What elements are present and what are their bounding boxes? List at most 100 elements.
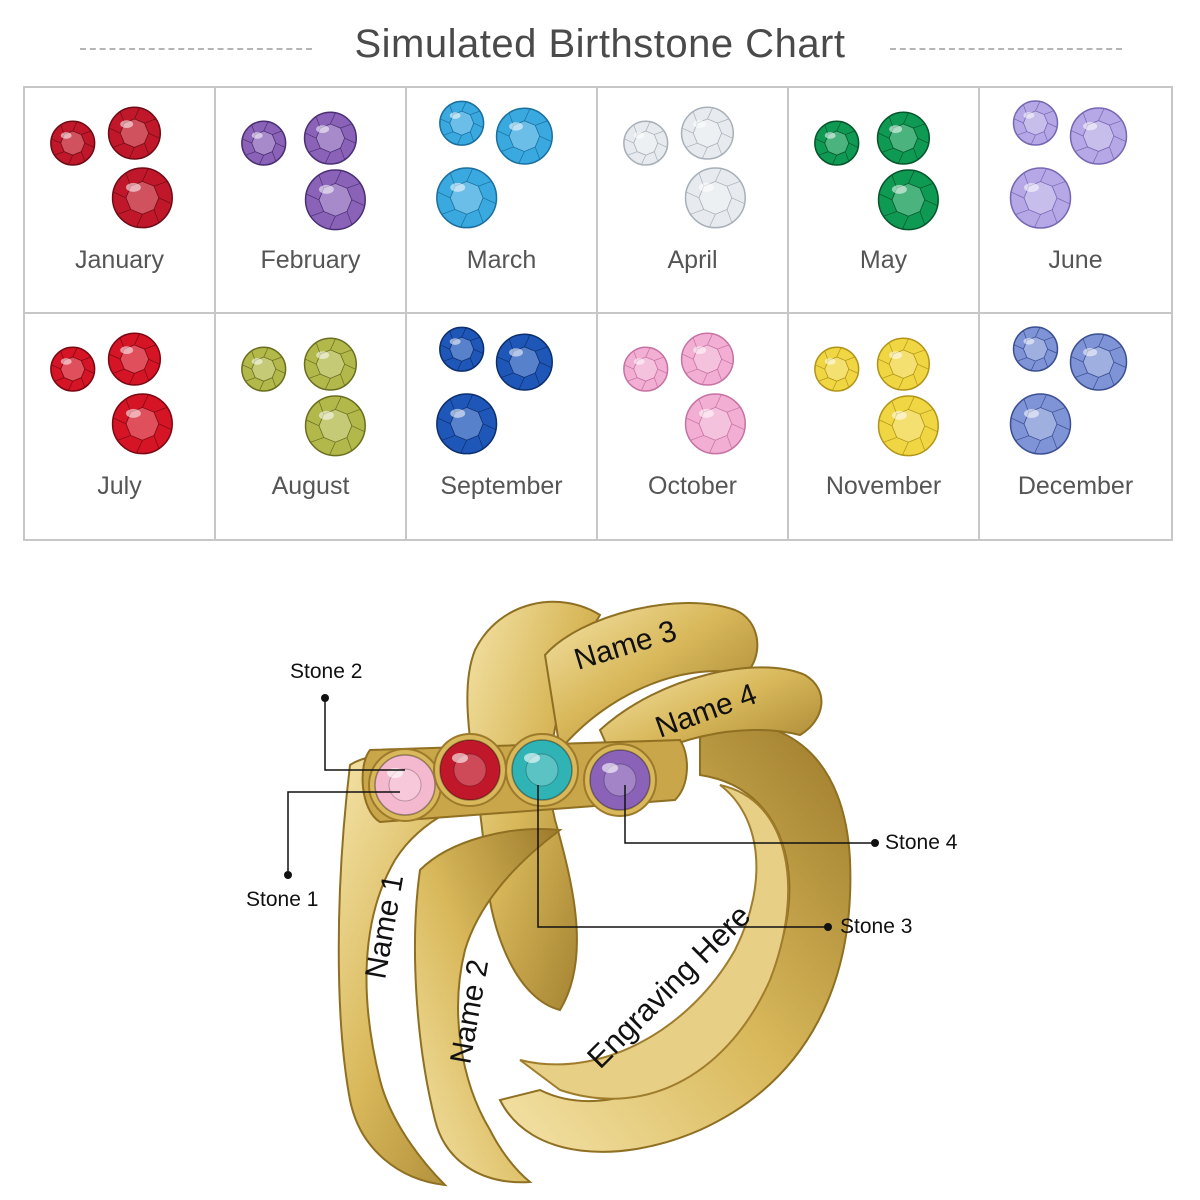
- gem-cluster: [241, 337, 366, 456]
- gem-icon: [241, 345, 287, 392]
- gem-icon: [684, 392, 746, 454]
- callout-stone1: Stone 1: [246, 888, 319, 911]
- gem-icon: [1012, 100, 1059, 146]
- gem-icon: [50, 345, 96, 392]
- header-rule-right: [890, 48, 1122, 50]
- gem-icon: [684, 167, 746, 229]
- ring-band-name3: [543, 602, 759, 753]
- gem-icon: [814, 120, 860, 166]
- callout-dot-stone4: [871, 839, 879, 847]
- birthstone-cell-september: September: [407, 313, 598, 539]
- gem-cluster: [50, 106, 173, 229]
- ring-stone-1: [368, 748, 442, 822]
- gem-icon: [1009, 392, 1072, 455]
- month-label: September: [440, 471, 563, 500]
- callout-line-stone1: [287, 791, 400, 875]
- gem-cluster: [814, 111, 939, 231]
- month-label: April: [667, 246, 718, 274]
- gem-icon: [436, 167, 498, 229]
- ring-stone-2: [433, 733, 507, 807]
- callout-line-stone2: [324, 698, 405, 771]
- birthstone-cell-november: November: [789, 313, 980, 539]
- gem-cluster: [1009, 325, 1128, 455]
- page-title: Simulated Birthstone Chart: [354, 22, 846, 66]
- gem-icon: [1069, 107, 1128, 165]
- gem-icon: [876, 111, 931, 165]
- gem-icon: [1009, 167, 1072, 229]
- month-label: May: [859, 246, 908, 274]
- gem-cluster: [623, 332, 746, 454]
- gem-icon: [436, 392, 498, 454]
- month-label: November: [825, 471, 942, 500]
- gem-icon: [107, 332, 162, 386]
- callout-stone4: Stone 4: [885, 831, 958, 854]
- gem-icon: [111, 167, 173, 229]
- gem-cluster: [623, 106, 746, 229]
- gem-icon: [876, 337, 931, 391]
- month-label: August: [271, 471, 350, 500]
- chart-header: Simulated Birthstone Chart: [0, 18, 1200, 78]
- month-label: February: [260, 246, 361, 274]
- month-label: October: [648, 471, 737, 500]
- callout-dots: [284, 694, 879, 931]
- birthstone-cell-december: December: [980, 314, 1171, 540]
- birthstone-cell-january: January: [25, 88, 216, 314]
- gem-icon: [495, 333, 553, 391]
- gem-icon: [877, 169, 939, 231]
- ring-stones: [368, 733, 657, 822]
- birthstone-cell-april: April: [598, 88, 789, 314]
- birthstone-cell-may: May: [789, 88, 980, 314]
- gem-icon: [1069, 332, 1128, 391]
- birthstone-cell-october: October: [598, 313, 789, 539]
- month-label: July: [97, 471, 142, 500]
- gem-icon: [304, 394, 366, 456]
- gem-icon: [623, 345, 669, 392]
- gem-cluster: [814, 337, 939, 456]
- gem-icon: [303, 337, 358, 391]
- gem-icon: [107, 106, 162, 160]
- callout-line-stone4: [624, 785, 875, 844]
- ring-illustration: Name 3 Name 4 Name 1 Name 2 Engraving He…: [0, 560, 1200, 1200]
- month-label: December: [1017, 471, 1134, 500]
- gem-icon: [877, 394, 939, 456]
- gem-cluster: [436, 326, 553, 454]
- callout-dot-stone3: [824, 923, 832, 931]
- gem-icon: [495, 107, 553, 165]
- ring-svg: Name 3 Name 4 Name 1 Name 2 Engraving He…: [284, 600, 879, 1187]
- gem-icon: [814, 345, 860, 392]
- gem-icon: [50, 120, 96, 166]
- gem-icon: [439, 100, 485, 146]
- birthstone-cell-february: February: [216, 88, 407, 314]
- gem-icon: [623, 120, 669, 166]
- month-label: June: [1048, 246, 1103, 274]
- callout-stone2: Stone 2: [290, 660, 363, 683]
- gem-cluster: [436, 100, 553, 229]
- gem-cluster: [241, 111, 366, 231]
- birthstone-cell-march: March: [407, 88, 598, 314]
- gem-icon: [111, 392, 173, 454]
- ring-inner-engraving-face: [519, 784, 790, 1100]
- callout-dot-stone1: [284, 871, 292, 879]
- gem-icon: [680, 106, 735, 160]
- birthstone-cell-june: June: [980, 88, 1171, 314]
- callout-dot-stone2: [321, 694, 329, 702]
- header-rule-left: [80, 48, 312, 50]
- ring-band-name2: [414, 828, 563, 1184]
- callout-lines: [287, 698, 875, 928]
- ring-stone-3: [505, 733, 579, 807]
- callout-line-stone3: [537, 785, 828, 928]
- ring-stone-4: [583, 743, 657, 817]
- gem-cluster: [50, 332, 173, 454]
- gem-icon: [304, 169, 366, 231]
- gem-cluster: [1009, 100, 1128, 229]
- birthstone-cell-july: July: [25, 313, 216, 539]
- gem-icon: [439, 326, 485, 372]
- gem-icon: [241, 120, 287, 166]
- gem-icon: [680, 332, 735, 386]
- birthstone-cell-august: August: [216, 313, 407, 539]
- month-label: January: [75, 246, 164, 274]
- month-label: March: [466, 246, 537, 274]
- gem-icon: [303, 111, 358, 165]
- callout-stone3: Stone 3: [840, 915, 913, 938]
